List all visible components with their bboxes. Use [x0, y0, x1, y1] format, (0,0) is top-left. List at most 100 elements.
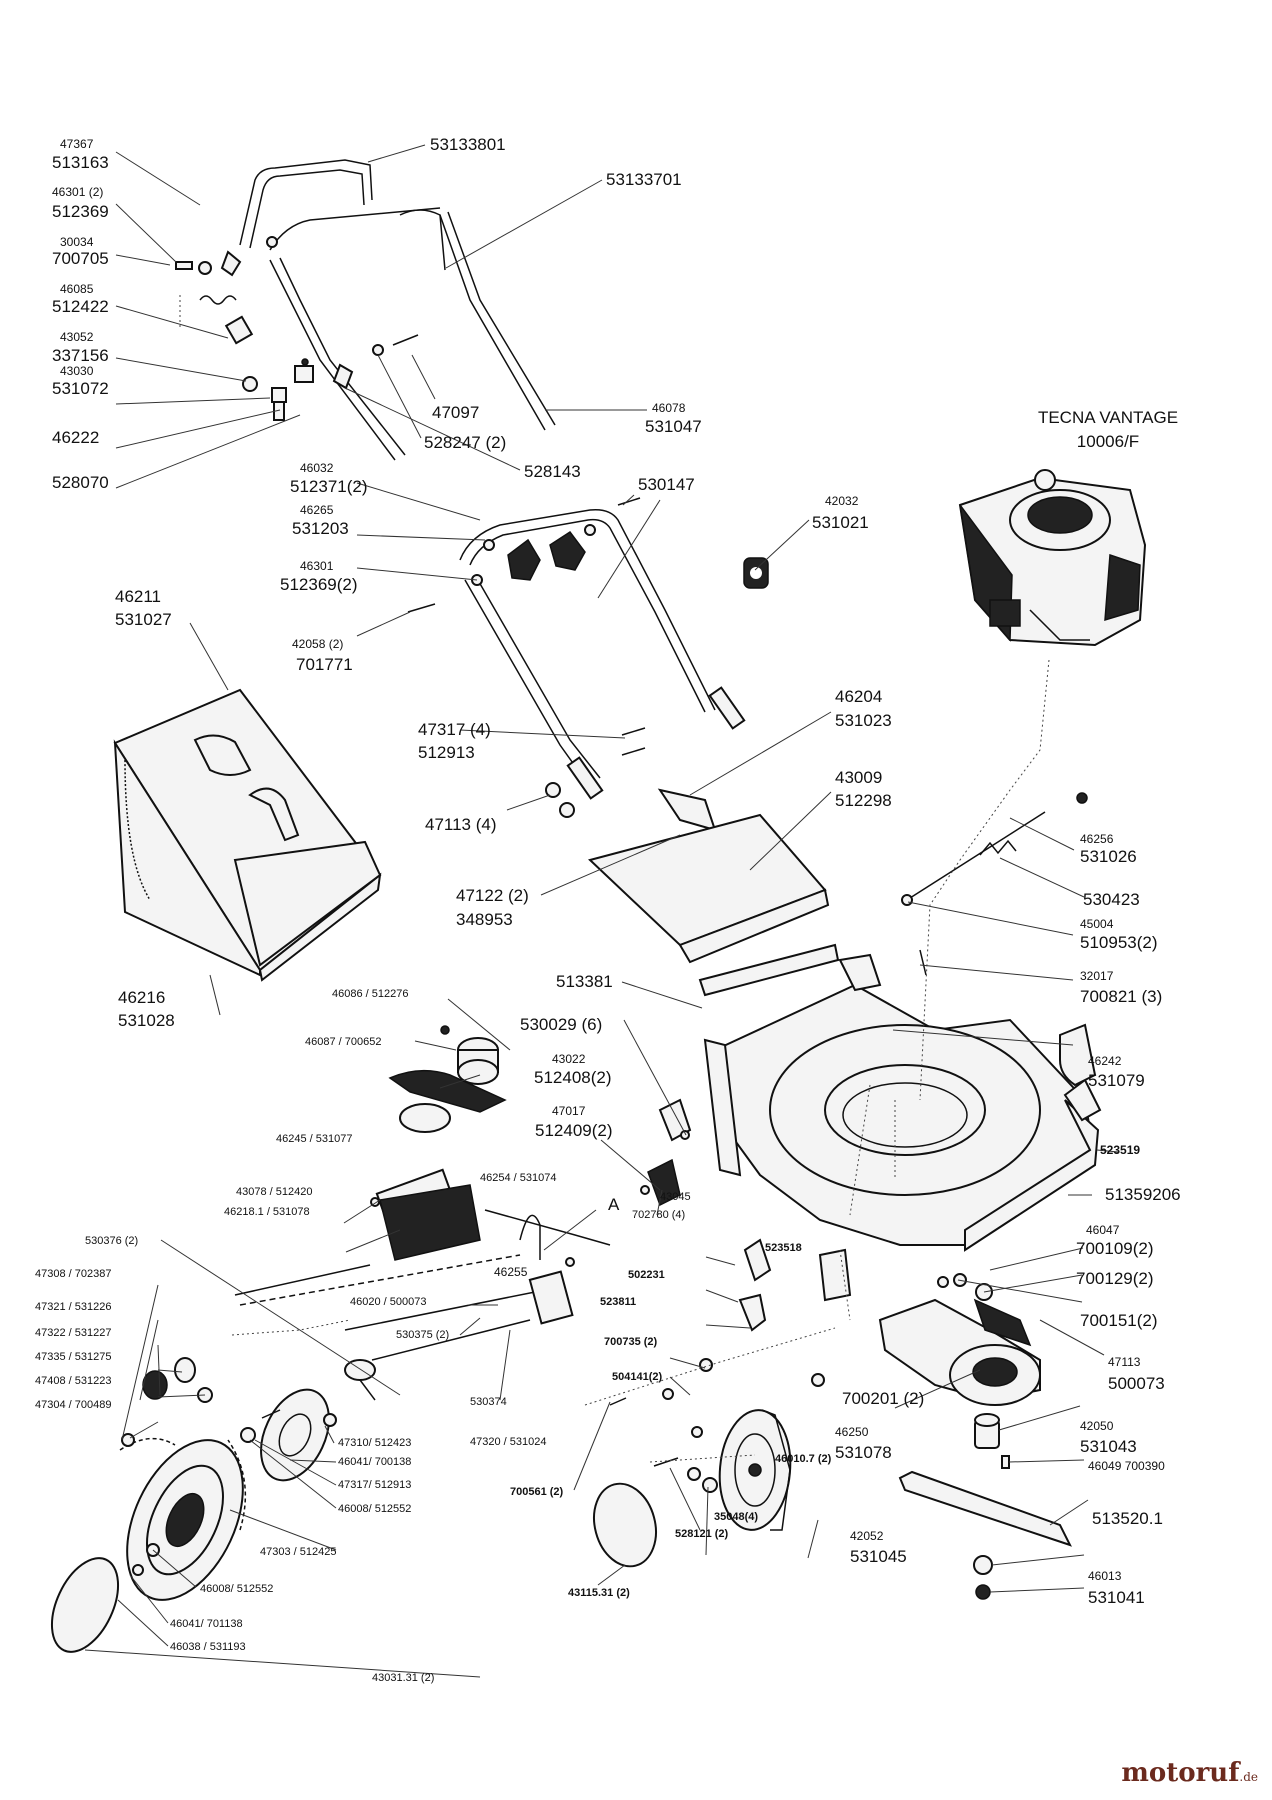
label-l36-top: 47017 [552, 1104, 586, 1118]
label-s24: 46008/ 512552 [200, 1583, 273, 1595]
upper-handle-drawing [239, 159, 556, 461]
label-l50: 700201 (2) [842, 1389, 924, 1408]
gearbox-drawing [234, 1025, 611, 1401]
label-l28-top: 47122 (2) [456, 886, 529, 905]
throttle-cable-drawing [886, 792, 1088, 1034]
bracket-523519-drawing [1059, 1023, 1097, 1087]
label-s26: 46038 / 531193 [170, 1641, 246, 1653]
top-hardware-drawing [175, 236, 419, 421]
label-s12: 47335 / 531275 [35, 1351, 111, 1363]
label-s27: 43031.31 (2) [372, 1672, 434, 1684]
label-l34-bottom: 531079 [1088, 1071, 1145, 1090]
label-l32: 513381 [556, 972, 613, 991]
label-s2: 46087 / 700652 [305, 1036, 381, 1048]
leader-lines [84, 144, 1119, 1678]
label-l20-bottom: 531021 [812, 513, 869, 532]
label-s15: 46255 [494, 1265, 528, 1279]
label-l22-top: 47317 (4) [418, 720, 491, 739]
label-l40-bottom: 700109(2) [1076, 1239, 1154, 1258]
label-l29-top: 45004 [1080, 917, 1114, 931]
label-s9: 47308 / 702387 [35, 1268, 111, 1280]
label-l9: 53133801 [430, 135, 506, 154]
label-s34: 700561 (2) [510, 1486, 564, 1498]
label-l30-top: 32017 [1080, 969, 1114, 983]
label-l42: 700151(2) [1080, 1311, 1158, 1330]
label-l39-bottom: 702780 (4) [632, 1209, 685, 1221]
deflector-drawing [588, 788, 840, 997]
label-l19: 530147 [638, 475, 695, 494]
left-wheel-drawing [50, 1357, 337, 1653]
label-l16-bottom: 531203 [292, 519, 349, 538]
label-l31-top: 46216 [118, 988, 165, 1007]
label-l33: 530029 (6) [520, 1015, 602, 1034]
label-l48-top: 42052 [850, 1529, 884, 1543]
label-s28: 47320 / 531024 [470, 1436, 546, 1448]
label-s21: 47317/ 512913 [338, 1479, 411, 1491]
label-l15-top: 46032 [300, 461, 334, 475]
label-l46: 46049 700390 [1088, 1459, 1165, 1473]
label-l7: 46222 [52, 428, 99, 447]
callout-labels: TECNA VANTAGE 10006/F 47367 513163 46301… [35, 135, 1181, 1684]
mower-deck-drawing [703, 953, 1102, 1252]
label-s4: 43078 / 512420 [236, 1186, 312, 1198]
label-l43-top: 47113 [1108, 1355, 1141, 1369]
label-l3-bottom: 700705 [52, 249, 109, 268]
label-l47: 513520.1 [1092, 1509, 1163, 1528]
watermark-logo: motoruf.de [1121, 1758, 1258, 1788]
cable-clip-drawing [743, 557, 769, 589]
label-s31: 523811 [600, 1296, 636, 1308]
label-s5: 46218.1 / 531078 [224, 1206, 310, 1218]
label-l2-top: 46301 (2) [52, 185, 103, 199]
label-l1-bottom: 513163 [52, 153, 109, 172]
label-s22: 46008/ 512552 [338, 1503, 411, 1515]
label-s14: 47304 / 700489 [35, 1399, 111, 1411]
label-s19: 47310/ 512423 [338, 1437, 411, 1449]
watermark-name: motoruf [1121, 1758, 1240, 1788]
label-l2-bottom: 512369 [52, 202, 109, 221]
label-l18-bottom: 701771 [296, 655, 353, 674]
label-l31-bottom: 531028 [118, 1011, 175, 1030]
label-s18: 530374 [470, 1396, 507, 1408]
label-s35: 528121 (2) [675, 1528, 729, 1540]
label-l20-top: 42032 [825, 494, 859, 508]
label-l49-bottom: 531041 [1088, 1588, 1145, 1607]
label-l24-top: 43009 [835, 768, 882, 787]
label-s30: 502231 [628, 1269, 665, 1281]
label-l29-bottom: 510953(2) [1080, 933, 1158, 952]
label-l17-top: 46301 [300, 559, 334, 573]
label-s10: 47321 / 531226 [35, 1301, 111, 1313]
label-l45-bottom: 531078 [835, 1443, 892, 1462]
label-s16: 46020 / 500073 [350, 1296, 426, 1308]
axle-bracket-drawing [640, 1098, 692, 1207]
label-l26-top: 46256 [1080, 832, 1114, 846]
label-l22-bottom: 512913 [418, 743, 475, 762]
label-s20: 46041/ 700138 [338, 1456, 411, 1468]
label-l6-top: 43030 [60, 364, 94, 378]
label-l44-bottom: 531043 [1080, 1437, 1137, 1456]
label-s17: 530375 (2) [396, 1329, 449, 1341]
label-l24-bottom: 512298 [835, 791, 892, 810]
engine-drawing [958, 469, 1147, 647]
label-l23-bottom: 531023 [835, 711, 892, 730]
label-l34-top: 46242 [1088, 1054, 1122, 1068]
label-l17-bottom: 512369(2) [280, 575, 358, 594]
label-l8: 528070 [52, 473, 109, 492]
label-s37: 46010.7 (2) [775, 1453, 832, 1465]
label-s8: 530376 (2) [85, 1235, 138, 1247]
label-l6-bottom: 531072 [52, 379, 109, 398]
label-l16-top: 46265 [300, 503, 334, 517]
label-l4-top: 46085 [60, 282, 94, 296]
label-l25: 47113 (4) [425, 815, 497, 834]
label-l10: 53133701 [606, 170, 682, 189]
label-l13: 528247 (2) [424, 433, 506, 452]
label-l12-bottom: 531047 [645, 417, 702, 436]
label-l44-top: 42050 [1080, 1419, 1114, 1433]
label-l1-top: 47367 [60, 137, 94, 151]
label-l5-top: 43052 [60, 330, 94, 344]
watermark-tld: .de [1239, 1770, 1258, 1784]
front-wheel-drawing [593, 1238, 852, 1568]
label-l43-bottom: 500073 [1108, 1374, 1165, 1393]
label-s38: 43115.31 (2) [568, 1587, 630, 1599]
label-s29: 523518 [765, 1242, 802, 1254]
